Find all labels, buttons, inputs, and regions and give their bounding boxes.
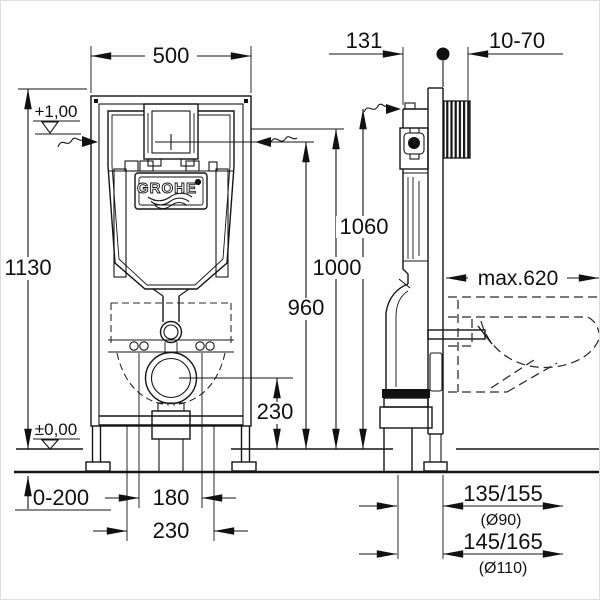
adjustable-feet	[85, 426, 257, 472]
side-foot-pad	[423, 461, 448, 472]
level-floor-label: ±0,00	[35, 420, 77, 439]
registered-mark-icon	[194, 178, 202, 186]
cistern-outline	[107, 110, 235, 290]
level-top-label: +1,00	[34, 102, 77, 121]
water-connection-icon	[408, 137, 420, 149]
dim-frame-height: 1130	[4, 255, 51, 280]
cistern-side-channel	[113, 168, 127, 278]
flush-shaft	[143, 103, 199, 160]
flush-plate	[151, 110, 191, 154]
fixing-bolt-hole	[205, 341, 215, 351]
side-view	[379, 87, 599, 472]
dim-foot-adjust: 0-200	[33, 485, 89, 510]
dim-bolt-spacing-outer: 230	[153, 518, 190, 543]
dim-outlet-height: 230	[257, 399, 294, 424]
dim-frame-depth: 131	[346, 28, 383, 53]
level-triangle-icon	[40, 439, 60, 450]
dim-cistern-top: 1000	[313, 255, 362, 280]
wall-reference-dot	[436, 47, 450, 61]
grohe-wave-icon	[147, 192, 193, 202]
dim-bolt-spacing-inner: 180	[153, 485, 190, 510]
dim-outlet-diameter-90: (Ø90)	[481, 512, 522, 529]
dim-flush-plate-center: 960	[288, 295, 325, 320]
fixing-bolt-hole	[129, 341, 139, 351]
water-supply-icon	[363, 103, 401, 114]
corner-screw-icon	[94, 99, 98, 103]
dim-frame-width: 500	[153, 43, 190, 68]
dim-outlet-distance-d110: 145/165	[463, 529, 543, 554]
corner-screw-icon	[244, 99, 248, 103]
grohe-logo: GROHE	[134, 172, 208, 210]
level-marker-top: +1,00	[33, 102, 81, 135]
fixing-bolt-hole	[195, 341, 205, 351]
outlet-elbow-side	[385, 283, 409, 389]
dim-outlet-distance-d90: 135/155	[463, 481, 543, 506]
wc-bowl-outline	[448, 296, 599, 393]
fixing-bolt-hole	[139, 341, 149, 351]
bowl-fixing-rod	[427, 329, 486, 340]
level-marker-floor: ±0,00	[33, 420, 80, 450]
dim-bowl-depth-max: max.620	[478, 267, 559, 290]
cistern-side-channel	[215, 168, 229, 278]
dim-outlet-diameter-110: (Ø110)	[479, 560, 528, 577]
pipe-coupling-band	[382, 389, 430, 398]
bowl-mount-zone-dashed	[110, 302, 232, 406]
outlet-elbow-front	[151, 410, 191, 440]
level-triangle-icon	[40, 121, 60, 134]
water-supply-icon	[57, 136, 98, 148]
dim-water-supply: 1060	[340, 214, 389, 239]
flush-bend-joint	[159, 320, 183, 344]
dim-wall-thickness: 10-70	[489, 28, 545, 53]
front-view: GROHE	[57, 95, 298, 472]
wall-section-hatch	[443, 100, 471, 159]
